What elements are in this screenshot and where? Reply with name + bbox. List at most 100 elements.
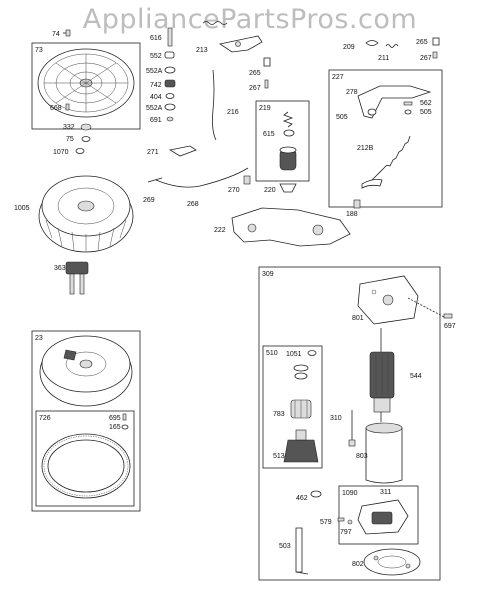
part-label-278: 278 [346, 89, 358, 96]
clip-265-b [432, 37, 440, 46]
part-label-668: 668 [50, 105, 62, 112]
part-label-1051: 1051 [286, 351, 302, 358]
part-label-310: 310 [330, 415, 342, 422]
bolt-697 [407, 297, 453, 319]
group-label-309: 309 [262, 271, 274, 278]
part-label-552a-bottom: 552A [146, 105, 163, 112]
part-label-363: 363 [54, 265, 66, 272]
part-label-332: 332 [63, 124, 75, 131]
screw-74 [63, 29, 71, 37]
part-label-513: 513 [273, 453, 285, 460]
spring-212b [361, 135, 411, 189]
group-label-219: 219 [259, 105, 271, 112]
part-label-209: 209 [343, 44, 355, 51]
armature-544 [369, 328, 395, 422]
part-label-616: 616 [150, 35, 162, 42]
screw-267-b [432, 51, 438, 59]
washer-462 [310, 490, 322, 498]
washer-505-b [404, 109, 412, 115]
part-label-211: 211 [378, 55, 389, 62]
part-691 [166, 116, 174, 122]
part-label-802: 802 [352, 561, 364, 568]
watermark: AppliancePartsPros.com [82, 4, 418, 35]
ring-gear-726 [41, 433, 131, 499]
bracket-271 [168, 145, 197, 157]
part-label-265-b: 265 [416, 39, 428, 46]
governor-shaft-616 [167, 27, 173, 47]
part-label-695: 695 [109, 415, 121, 422]
part-label-74: 74 [52, 31, 60, 38]
part-label-562: 562 [420, 100, 432, 107]
housing-803 [365, 422, 403, 484]
washer-165 [121, 424, 129, 430]
bracket-227 [357, 85, 432, 119]
end-cap-801 [357, 275, 419, 325]
part-label-75: 75 [66, 136, 74, 143]
part-label-801: 801 [352, 315, 364, 322]
part-label-220: 220 [264, 187, 276, 194]
screw-267-a [264, 79, 269, 89]
part-label-267-a: 267 [249, 85, 261, 92]
part-label-797: 797 [340, 529, 352, 536]
part-label-803: 803 [356, 453, 368, 460]
screw-668 [65, 103, 70, 111]
group-label-510: 510 [266, 350, 278, 357]
washer-75 [81, 136, 91, 142]
part-552a-top [164, 66, 176, 74]
part-label-222: 222 [214, 227, 226, 234]
washer-332 [80, 123, 92, 131]
part-label-615: 615 [263, 131, 275, 138]
part-label-216: 216 [227, 109, 239, 116]
part-552a-bottom [164, 103, 176, 111]
group-box-227 [328, 69, 443, 208]
group-box-726 [35, 410, 135, 507]
strap-503 [295, 527, 309, 575]
part-label-188: 188 [346, 211, 358, 218]
part-label-552: 552 [150, 53, 162, 60]
screw-579 [337, 517, 345, 522]
part-797 [347, 519, 353, 525]
part-label-1005: 1005 [14, 205, 30, 212]
armature-363 [65, 261, 89, 295]
alternator-23 [39, 335, 133, 407]
cable-268 [147, 167, 249, 188]
clip-1051 [307, 350, 317, 356]
part-label-503: 503 [279, 543, 291, 550]
part-label-742: 742 [150, 82, 162, 89]
part-404 [165, 93, 175, 99]
part-label-697: 697 [444, 323, 456, 330]
group-label-73: 73 [35, 47, 43, 54]
part-552 [164, 51, 175, 59]
part-label-544: 544 [410, 373, 422, 380]
part-label-505-a: 505 [336, 114, 348, 121]
part-label-691: 691 [150, 117, 162, 124]
bolt-310 [348, 410, 356, 447]
group-label-1090: 1090 [342, 490, 358, 497]
valve-219 [279, 146, 297, 171]
part-label-213: 213 [196, 47, 208, 54]
part-label-265-a: 265 [249, 70, 261, 77]
part-label-1070: 1070 [53, 149, 69, 156]
part-label-212b: 212B [357, 145, 374, 152]
part-label-271: 271 [147, 149, 159, 156]
spring-211 [385, 44, 399, 48]
spring-510 [293, 364, 309, 380]
part-label-268: 268 [187, 201, 199, 208]
screw-188 [353, 199, 361, 209]
part-742 [164, 79, 176, 88]
screw-562 [403, 101, 413, 106]
group-box-1090 [338, 485, 419, 545]
part-label-579: 579 [320, 519, 332, 526]
group-label-23: 23 [35, 335, 43, 342]
end-plate-802 [363, 548, 421, 576]
rotating-screen [37, 48, 135, 118]
part-label-269: 269 [143, 197, 155, 204]
group-box-219 [255, 100, 310, 182]
part-615 [283, 129, 295, 137]
gear-783 [290, 399, 312, 419]
link-216 [212, 69, 217, 141]
part-label-505-b: 505 [420, 109, 432, 116]
brush-holder-1090 [357, 499, 409, 535]
part-label-783: 783 [273, 411, 285, 418]
